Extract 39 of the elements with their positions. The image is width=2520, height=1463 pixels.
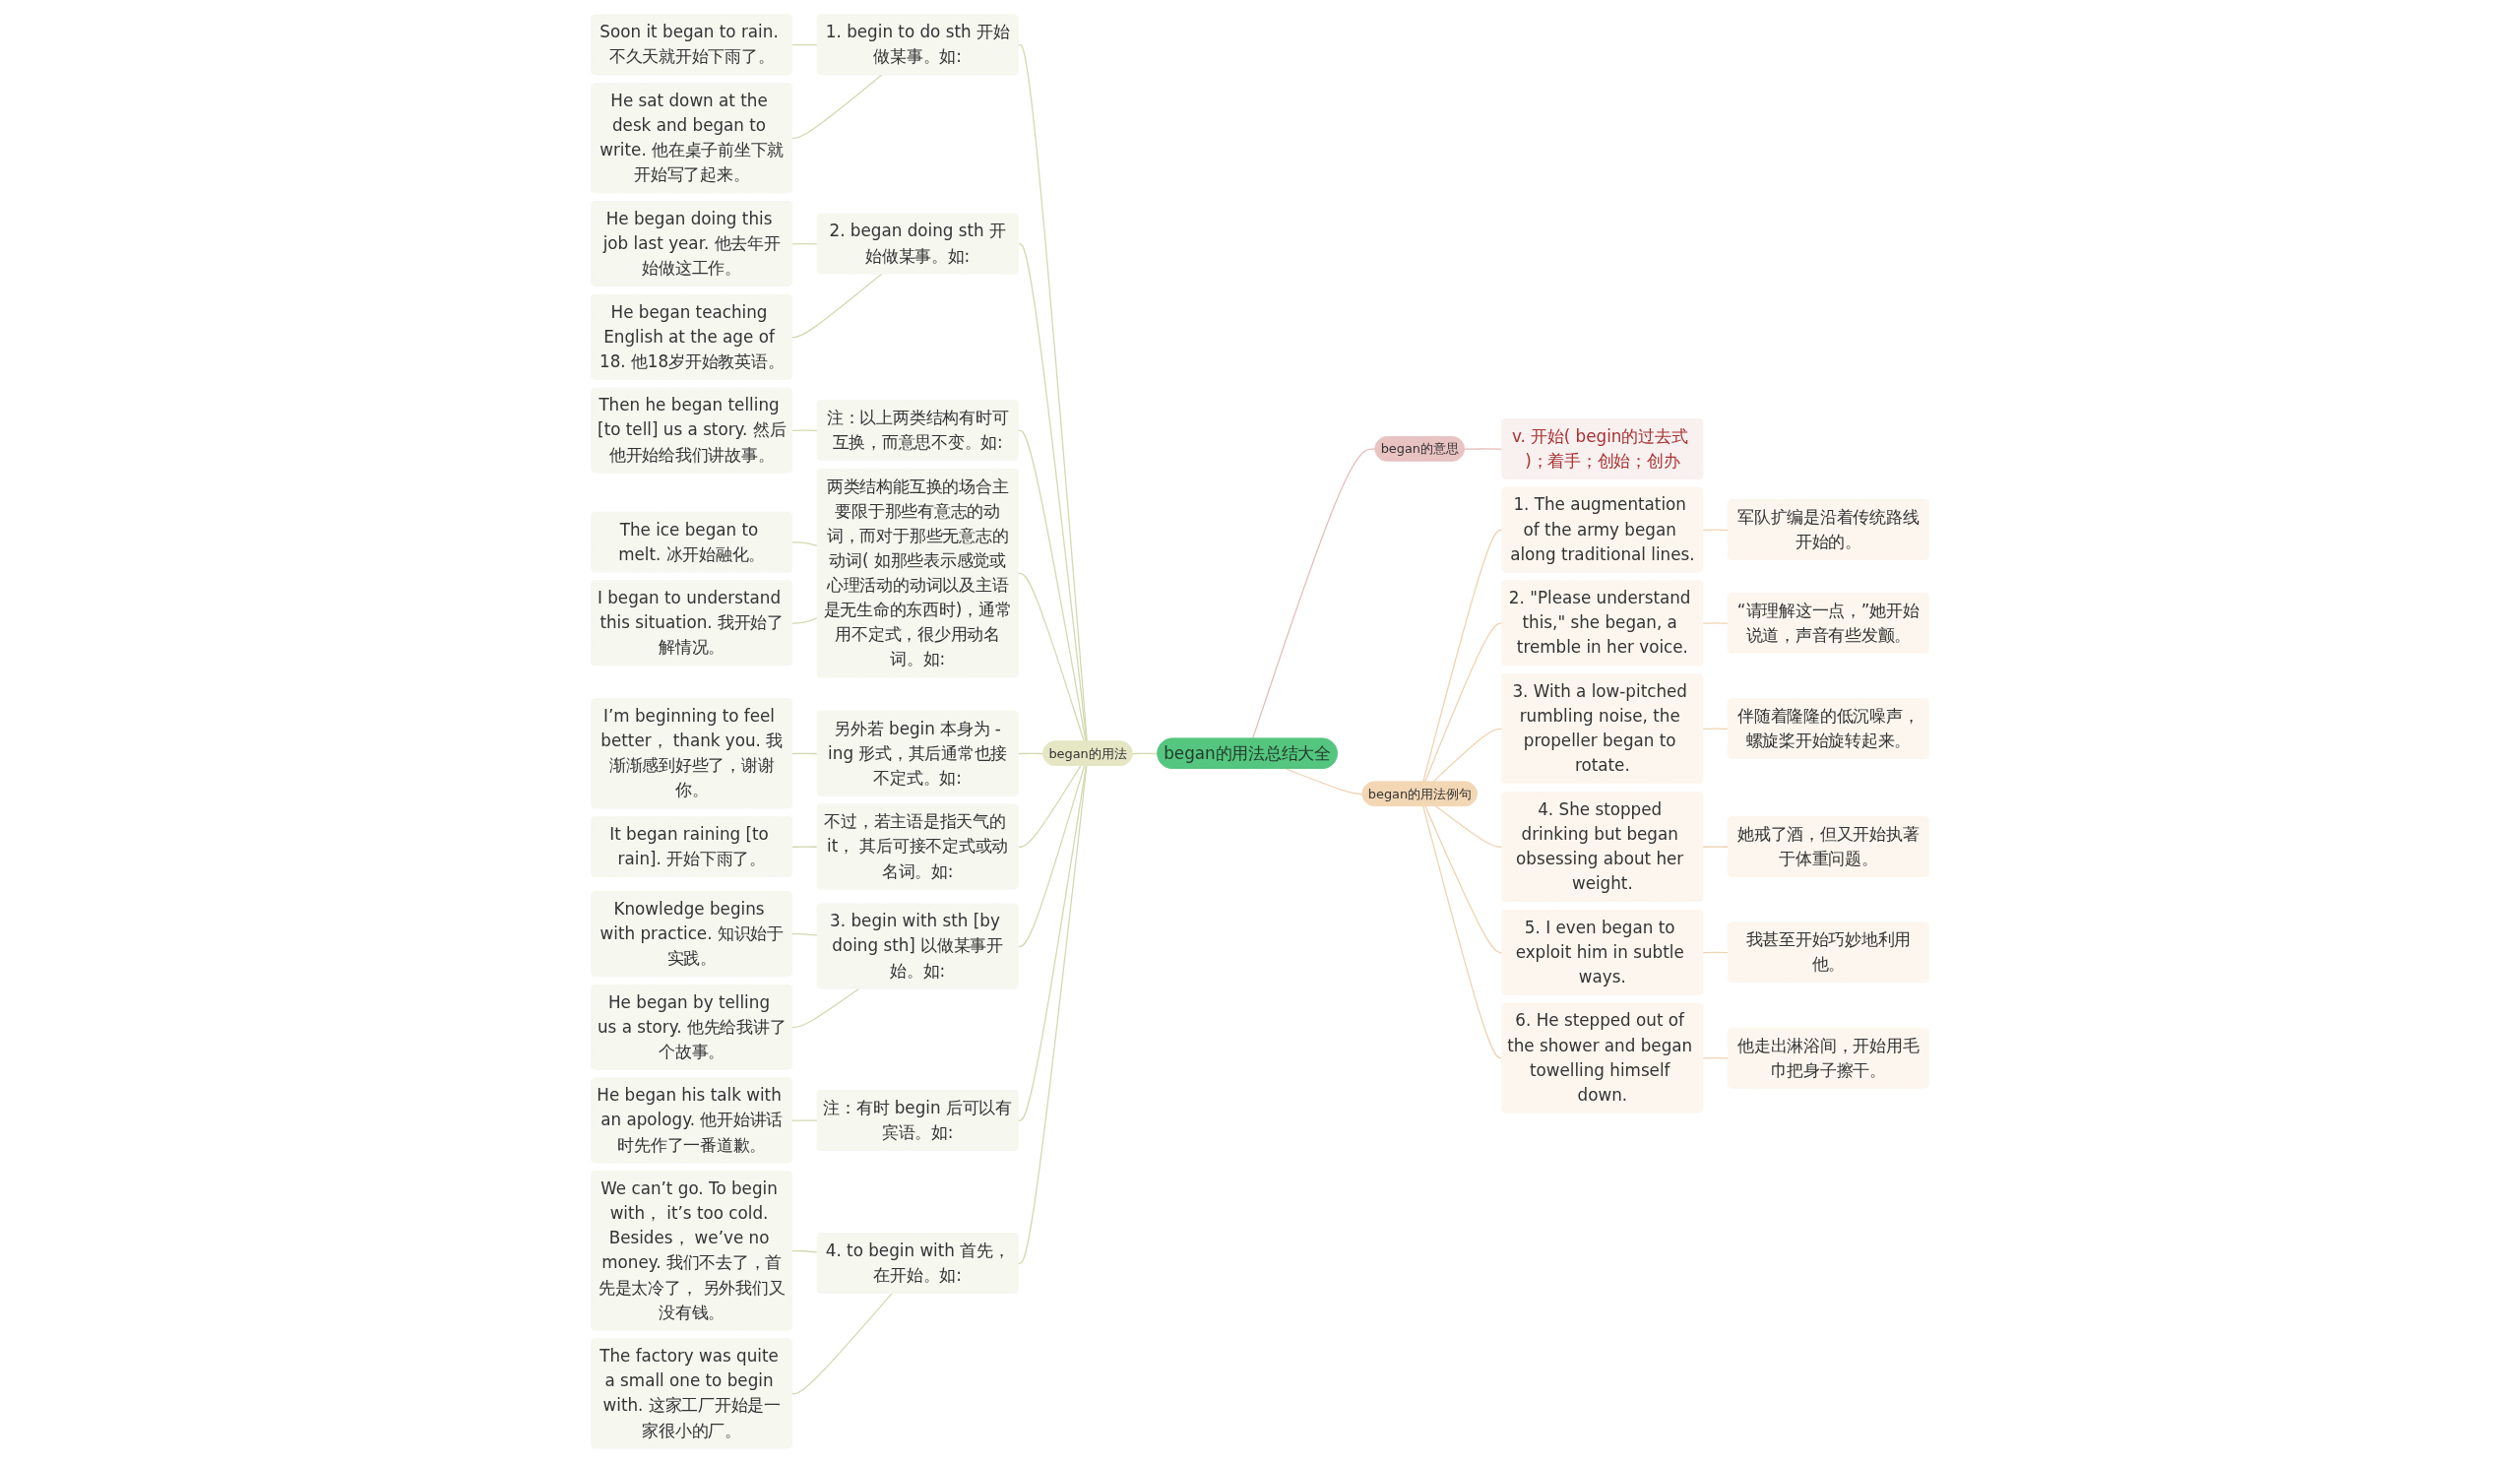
connector (1017, 752, 1044, 755)
connector (1702, 951, 1730, 954)
connector (1423, 622, 1503, 784)
connector (791, 987, 860, 1029)
connector (1131, 752, 1159, 755)
connector (791, 429, 819, 431)
connector (1702, 846, 1730, 848)
connector (1017, 429, 1087, 742)
connector (1017, 44, 1088, 742)
connector (791, 242, 819, 245)
connector (1702, 1057, 1730, 1059)
connector (791, 74, 883, 140)
connector (791, 846, 819, 848)
connector (791, 273, 883, 339)
connector (791, 616, 819, 624)
connector (791, 752, 819, 755)
connector (1017, 765, 1082, 848)
connector (791, 43, 819, 46)
connector (1017, 243, 1088, 742)
connector (1285, 768, 1364, 795)
connector (1017, 572, 1085, 742)
connector (791, 1292, 893, 1395)
connector (1702, 728, 1730, 731)
connector (1432, 728, 1503, 784)
connector (1424, 805, 1503, 954)
connector (1017, 765, 1088, 1264)
connector (1017, 765, 1087, 1121)
connector (1464, 448, 1503, 450)
connector (791, 1119, 819, 1121)
connector (791, 1249, 819, 1253)
connector (1251, 448, 1376, 740)
connector (1017, 765, 1086, 947)
connector (1435, 805, 1503, 848)
connector (791, 541, 819, 547)
connector (1422, 529, 1503, 784)
connector (791, 933, 819, 936)
connector (1702, 622, 1730, 624)
connector (1702, 529, 1730, 531)
connector (1422, 805, 1503, 1059)
